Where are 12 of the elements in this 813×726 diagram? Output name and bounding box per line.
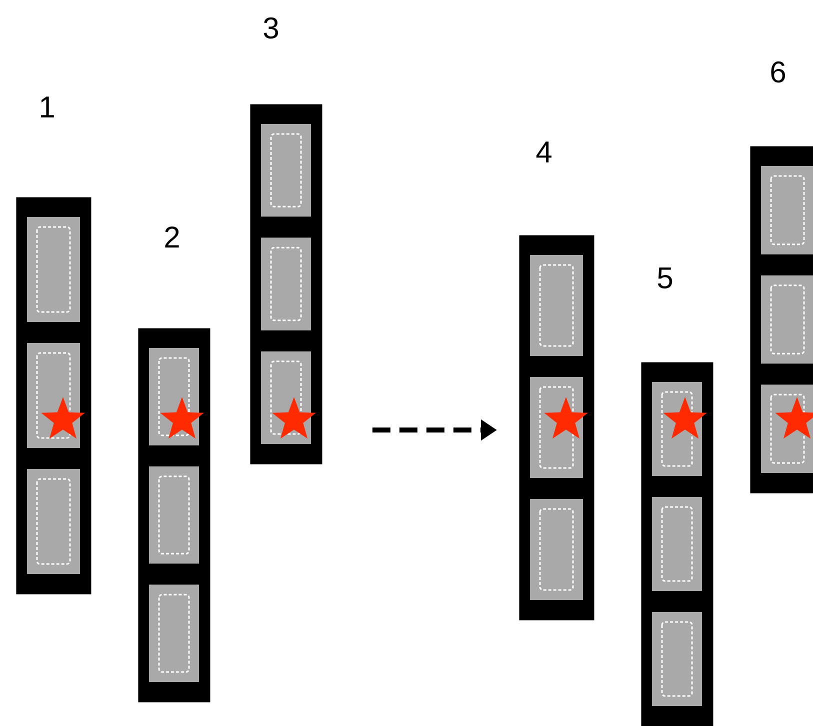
film-strip-drawing [138,328,210,702]
strip-number: 4 [536,142,552,162]
film-strip-drawing [16,197,92,594]
strip-number: 5 [658,268,672,288]
film-strip-drawing [519,235,594,620]
film-strip-drawing [641,362,714,726]
film-strip-drawing [250,104,322,464]
strip-number: 6 [771,61,786,83]
strip-number: 1 [40,96,54,118]
film-strip-drawing [750,146,813,494]
strip-number: 3 [264,17,278,39]
strip-number: 2 [165,226,179,248]
